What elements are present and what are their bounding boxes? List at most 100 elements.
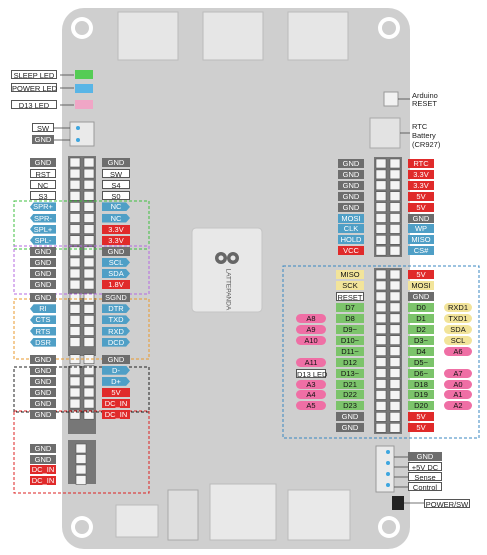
right-inner-pin-label: CLK: [338, 224, 364, 234]
arduino-right-alt-label: A7: [444, 368, 472, 378]
dc-pin-label: GND: [30, 444, 56, 453]
pin-icon: [83, 168, 95, 179]
arduino-reset-label-2: RESET: [412, 99, 438, 108]
left-outer-pin-label: RTS: [30, 326, 56, 336]
pin-icon: [389, 390, 401, 400]
pin-icon: [69, 387, 81, 398]
pin-icon: [375, 291, 387, 302]
pin-icon: [69, 213, 81, 223]
arduino-left-alt-label: D13 LED: [296, 368, 328, 379]
arduino-left-pin-label: RESET: [336, 291, 364, 302]
pin-icon: [83, 213, 95, 223]
arduino-left-pin-label: D22: [336, 390, 364, 400]
arduino-right-alt-label: A0: [444, 379, 472, 389]
pin-icon: [389, 313, 401, 324]
ethernet-port-icon: [287, 489, 351, 541]
power-led-label: POWER LED: [11, 83, 58, 93]
arduino-right-pin-label: D3~: [408, 335, 434, 345]
pin-icon: [83, 179, 95, 190]
pin-icon: [389, 302, 401, 313]
left-outer-pin-label: DSR: [30, 337, 56, 347]
arduino-right-pin-label: D20: [408, 401, 434, 411]
arduino-pin-grid: [375, 269, 401, 433]
left-inner-pin-label: S0: [102, 191, 130, 201]
pin-icon: [389, 269, 401, 280]
pin-icon: [83, 235, 95, 245]
pin-icon: [69, 246, 81, 257]
pin-icon: [69, 409, 81, 420]
pin-icon: [389, 291, 401, 302]
right-inner-pin-label: HOLD: [338, 235, 364, 245]
left-inner-pin-label: S4: [102, 180, 130, 190]
pin-icon: [375, 357, 387, 367]
left-inner-pin-label: SCL: [102, 257, 130, 267]
power-connector-label: Sense: [408, 472, 442, 482]
pin-icon: [375, 313, 387, 324]
left-outer-pin-label: GND: [30, 280, 56, 290]
arduino-right-alt-label: SCL: [444, 335, 472, 345]
left-inner-pin-label: 3.3V: [102, 235, 130, 245]
hdmi-port-icon: [287, 11, 349, 61]
pin-icon: [83, 337, 95, 347]
arduino-right-alt-label: A1: [444, 390, 472, 400]
pin-icon: [389, 346, 401, 356]
left-pin-grid: [69, 157, 95, 420]
left-inner-pin-label: SW: [102, 169, 130, 179]
dc-in-group-box: [13, 410, 150, 494]
left-outer-pin-label: SPL-: [30, 235, 56, 245]
arduino-left-pin-label: D10~: [336, 335, 364, 345]
mount-hole-icon: [71, 516, 93, 538]
dc-pin-grid: [75, 443, 87, 485]
rtc-battery-label-1: RTC: [412, 122, 428, 131]
pin-icon: [75, 475, 87, 485]
arduino-right-pin-label: GND: [408, 291, 434, 301]
left-outer-pin-label: SPR-: [30, 213, 56, 223]
pin-icon: [375, 379, 387, 389]
pin-icon: [389, 180, 401, 191]
sleep-led-icon: [75, 70, 93, 79]
arduino-right-pin-label: MOSI: [408, 280, 434, 290]
arduino-right-pin-label: D4: [408, 346, 434, 356]
arduino-right-alt-label: A2: [444, 401, 472, 411]
mount-hole-icon: [378, 516, 400, 538]
pin-icon: [75, 443, 87, 454]
pin-icon: [375, 346, 387, 356]
left-inner-pin-label: DCD: [102, 337, 130, 347]
right-outer-pin-label: 5V: [408, 191, 434, 201]
left-inner-pin-label: TXD: [102, 315, 130, 325]
right-inner-pin-label: MOSI: [338, 213, 364, 223]
left-inner-pin-label: GND: [102, 354, 130, 364]
sw-gnd-label: GND: [32, 135, 54, 144]
pin-icon: [69, 235, 81, 245]
pin-icon: [69, 157, 81, 168]
pin-icon: [83, 326, 95, 336]
pin-icon: [83, 292, 95, 303]
right-outer-pin-label: RTC: [408, 159, 434, 168]
pin-icon: [389, 245, 401, 256]
dc-pin-label: DC_IN: [30, 475, 56, 485]
left-outer-pin-label: GND: [30, 269, 56, 278]
left-outer-pin-label: GND: [30, 410, 56, 420]
arduino-left-pin-label: D9~: [336, 324, 364, 334]
arduino-left-pin-label: D13~: [336, 368, 364, 378]
hdmi-port-icon: [209, 483, 277, 541]
pin-icon: [389, 158, 401, 169]
left-outer-pin-label: SPL+: [30, 224, 56, 234]
pin-icon: [375, 245, 387, 256]
left-inner-pin-label: 5V: [102, 388, 130, 397]
power-sw-label: POWER/SW: [424, 499, 470, 509]
pin-icon: [389, 412, 401, 422]
pin-icon: [375, 169, 387, 180]
usb-port-icon: [115, 504, 159, 538]
pin-icon: [375, 202, 387, 212]
left-outer-pin-label: GND: [30, 293, 56, 303]
usb-port-icon: [202, 11, 264, 61]
lattepanda-logo-icon: [215, 252, 239, 264]
arduino-left-pin-label: MISO: [336, 270, 364, 279]
left-outer-pin-label: GND: [30, 376, 56, 386]
pin-icon: [69, 224, 81, 234]
pin-icon: [69, 191, 81, 201]
left-outer-pin-label: GND: [30, 388, 56, 397]
pin-icon: [389, 169, 401, 180]
